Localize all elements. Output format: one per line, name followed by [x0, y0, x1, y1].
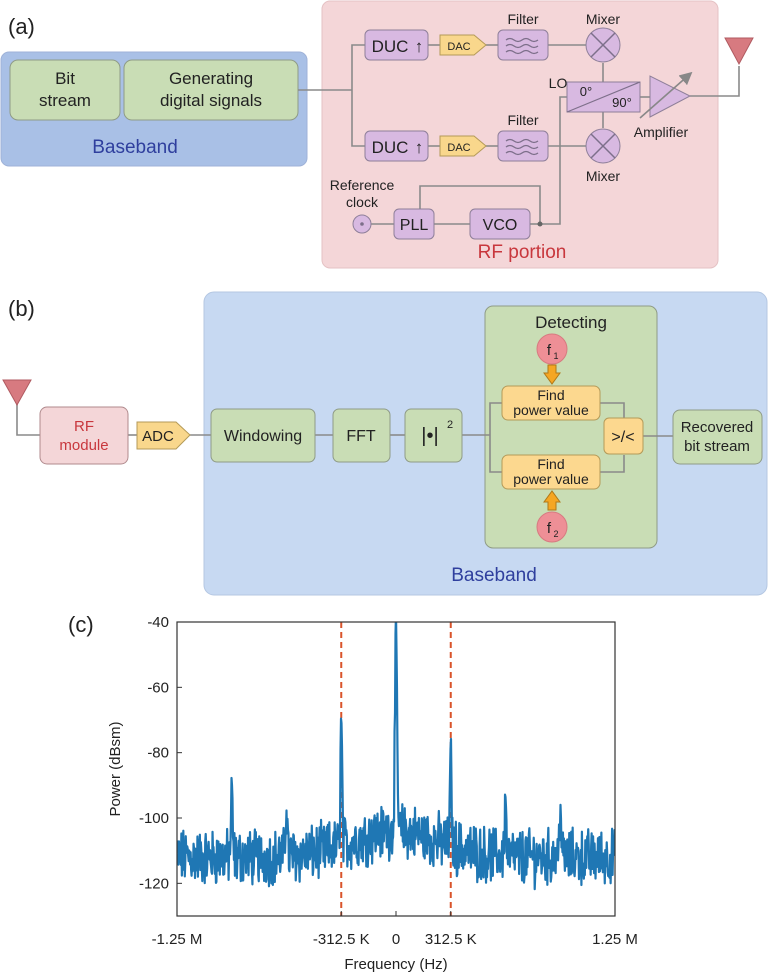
f2-circle — [536, 511, 568, 543]
fft-label: FFT — [346, 428, 376, 445]
adc-block — [136, 421, 191, 450]
x-tick-label: 312.5 K — [425, 931, 477, 948]
y-tick-label: -40 — [147, 614, 169, 631]
windowing-block — [210, 408, 316, 463]
f2-label: f — [547, 520, 552, 537]
y-tick-label: -120 — [139, 875, 169, 892]
up-arrow-icon-bottom: ↑ — [415, 138, 424, 157]
reference-clock-line2: clock — [346, 194, 379, 210]
antenna-icon-rx — [2, 379, 32, 407]
y-axis-label: Power (dBsm) — [107, 721, 124, 816]
x-tick-label: 0 — [392, 931, 400, 948]
mixer-label-top: Mixer — [586, 11, 621, 27]
comparator-label: >/< — [611, 429, 634, 446]
lo-label: LO — [549, 75, 568, 91]
panel-a-label: (a) — [8, 14, 35, 39]
y-tick-label: -80 — [147, 745, 169, 762]
find-power-bottom-line1: Find — [537, 456, 564, 472]
baseband-label-b: Baseband — [451, 565, 537, 586]
spectrum-chart: -40 -60 -80 -100 -120 -1.25 M -312.5 K 0 312.5 … — [107, 614, 638, 973]
bit-stream-block — [9, 59, 121, 121]
spectrum-line — [177, 622, 615, 891]
find-power-block-top — [501, 385, 601, 421]
panel-b-label: (b) — [8, 296, 35, 321]
y-tick-label: -60 — [147, 679, 169, 696]
dac-label-top: DAC — [447, 41, 470, 53]
bit-stream-line2: stream — [39, 91, 91, 110]
reference-clock-dot — [360, 222, 364, 226]
panel-c-label: (c) — [68, 612, 94, 637]
generating-line2: digital signals — [160, 91, 262, 110]
arrow-up-icon — [543, 490, 561, 511]
comparator-block — [603, 417, 644, 455]
find-power-top-line1: Find — [537, 387, 564, 403]
find-power-top-line2: power value — [513, 402, 589, 418]
bit-stream-line1: Bit — [55, 69, 75, 88]
amplifier-icon — [649, 75, 692, 118]
up-arrow-icon-top: ↑ — [415, 37, 424, 56]
duc-block-bottom — [364, 130, 429, 162]
arrow-down-icon — [543, 364, 561, 385]
x-axis-label: Frequency (Hz) — [344, 956, 447, 973]
filter-icon-top — [505, 37, 539, 55]
recovered-line2: bit stream — [684, 438, 750, 455]
f1-subscript: 1 — [553, 351, 558, 361]
antenna-icon-tx — [724, 37, 754, 66]
filter-label-top: Filter — [507, 11, 538, 27]
phase-splitter-diagonal — [566, 81, 641, 113]
phase-90-label: 90° — [612, 95, 632, 110]
mixer-cross-top — [590, 32, 616, 58]
x-tick-label: -1.25 M — [152, 931, 203, 948]
rf-module-line1: RF — [74, 418, 94, 435]
pll-label: PLL — [400, 217, 429, 234]
baseband-label-a: Baseband — [92, 137, 178, 158]
magnitude-squared-block — [404, 408, 463, 463]
filter-label-bottom: Filter — [507, 112, 538, 128]
amplifier-label: Amplifier — [634, 124, 689, 140]
windowing-label: Windowing — [224, 428, 302, 445]
find-power-block-bottom — [501, 454, 601, 490]
duc-label-top: DUC — [372, 37, 409, 56]
adc-label: ADC — [142, 428, 174, 445]
duc-block-top — [364, 29, 429, 61]
rf-module-block — [39, 406, 129, 465]
f1-circle — [536, 333, 568, 365]
find-power-bottom-line2: power value — [513, 471, 589, 487]
vco-block — [469, 208, 531, 240]
x-tick-label: 1.25 M — [592, 931, 638, 948]
filter-icon-bottom — [505, 138, 539, 156]
recovered-bit-stream-block — [672, 409, 763, 465]
rf-portion-label: RF portion — [478, 242, 567, 263]
magnitude-exponent: 2 — [447, 419, 453, 431]
fft-block — [332, 408, 391, 463]
recovered-line1: Recovered — [681, 419, 754, 436]
reference-clock-line1: Reference — [330, 177, 395, 193]
generating-line1: Generating — [169, 69, 253, 88]
dac-block-bottom — [439, 135, 487, 157]
duc-label-bottom: DUC — [372, 138, 409, 157]
x-tick-label: -312.5 K — [313, 931, 370, 948]
detecting-label: Detecting — [535, 313, 607, 332]
mixer-label-bottom: Mixer — [586, 168, 621, 184]
amplifier-gain-arrow — [639, 71, 693, 119]
dac-block-top — [439, 34, 487, 56]
junction-dot — [537, 221, 543, 227]
f2-subscript: 2 — [553, 529, 558, 539]
f1-label: f — [547, 342, 552, 359]
pll-block — [393, 208, 435, 240]
connectors-b — [16, 402, 673, 473]
y-tick-label: -100 — [139, 810, 169, 827]
rf-module-line2: module — [59, 437, 108, 454]
dac-label-bottom: DAC — [447, 142, 470, 154]
magnitude-label: |•| — [421, 425, 438, 447]
phase-0-label: 0° — [580, 84, 592, 99]
vco-label: VCO — [483, 217, 518, 234]
mixer-cross-bottom — [590, 133, 616, 159]
